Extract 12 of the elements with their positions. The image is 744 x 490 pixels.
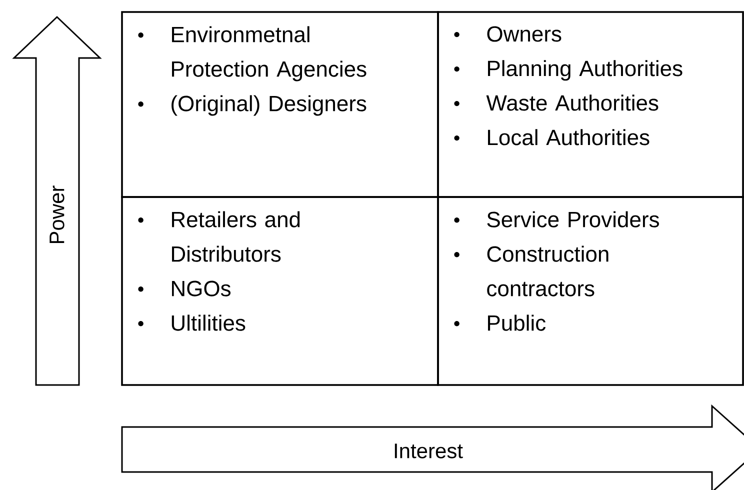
list-item: Owners — [454, 26, 562, 42]
list-item: Retailers and Distributors — [138, 211, 300, 262]
list-item: Planning Authorities — [454, 60, 682, 81]
list-item: Public — [454, 314, 546, 331]
list-item: NGOs — [138, 280, 231, 296]
list-item: Construction contractors — [454, 246, 608, 296]
list-item: (Original) Designers — [138, 95, 366, 116]
list-item: Environmetnal Protection Agencies — [138, 26, 366, 82]
list-item: Local Authorities — [454, 129, 650, 146]
list-item: Waste Authorities — [454, 94, 658, 111]
list-item: Ultilities — [138, 314, 246, 331]
list-item: Service Providers — [454, 211, 659, 228]
